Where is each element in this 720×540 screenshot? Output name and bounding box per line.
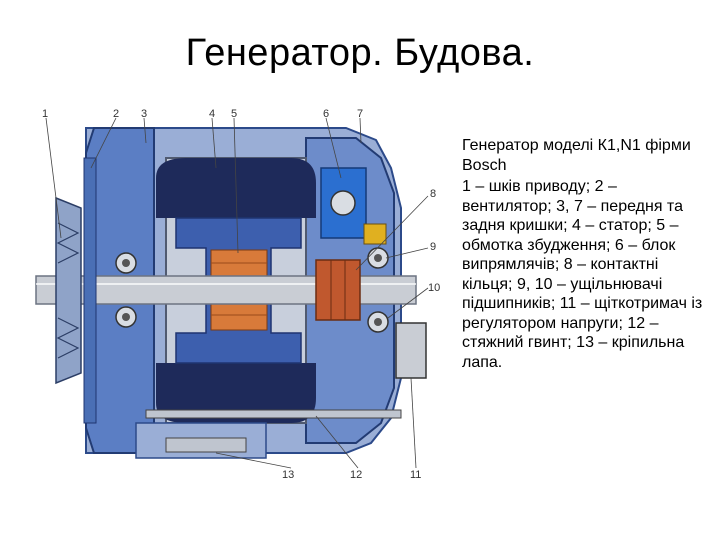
alternator-diagram: 1 2 3 4 5 6 7 8 9 10 11 12 13: [16, 98, 452, 490]
callout-11: 11: [410, 469, 421, 481]
caption-legend: 1 – шків приводу; 2 – вентилятор; 3, 7 –…: [462, 177, 710, 372]
callout-10: 10: [428, 282, 440, 294]
caption-text: Генератор моделі К1,N1 фірми Bosch 1 – ш…: [462, 136, 710, 374]
slide-title: Генератор. Будова.: [0, 32, 720, 75]
callout-2: 2: [113, 108, 119, 120]
slip-rings: [316, 260, 360, 320]
callout-1: 1: [42, 108, 48, 120]
callout-12: 12: [350, 469, 362, 481]
callout-6: 6: [323, 108, 329, 120]
regulator: [396, 323, 426, 378]
callout-7: 7: [357, 108, 363, 120]
callout-8: 8: [430, 188, 436, 200]
callout-9: 9: [430, 241, 436, 253]
through-bolt: [146, 410, 401, 418]
callout-4: 4: [209, 108, 215, 120]
fan: [84, 158, 96, 423]
callout-3: 3: [141, 108, 147, 120]
alternator-cutaway-illustration: [16, 98, 452, 490]
callout-5: 5: [231, 108, 237, 120]
mounting-bushing: [166, 438, 246, 452]
brush-holder: [364, 224, 386, 244]
caption-heading: Генератор моделі К1,N1 фірми Bosch: [462, 136, 710, 175]
callout-13: 13: [282, 469, 294, 481]
